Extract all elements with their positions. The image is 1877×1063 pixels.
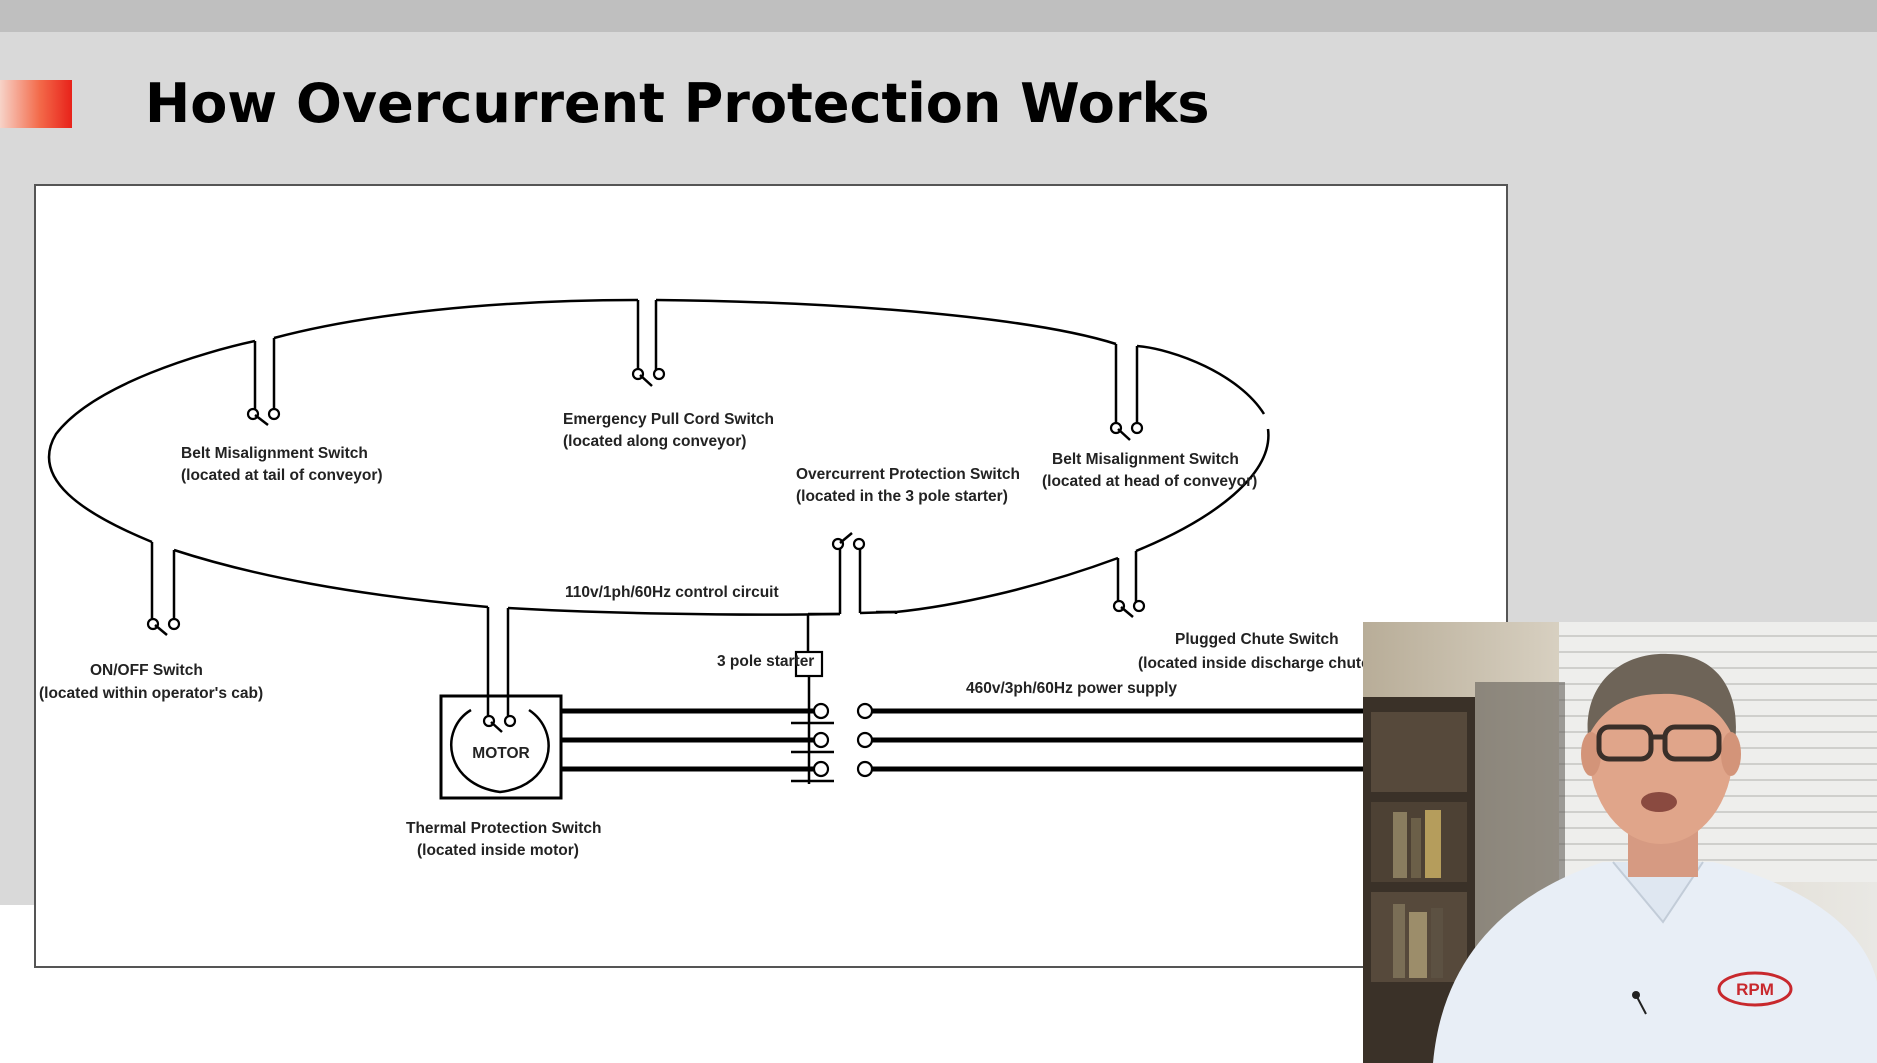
pull-cord-switch — [631, 300, 666, 387]
plugged-chute-name: Plugged Chute Switch — [1175, 631, 1339, 648]
top-strip — [0, 0, 1877, 32]
on-off-location: (located within operator's cab) — [39, 685, 263, 702]
motor: MOTOR — [439, 607, 563, 800]
overcurrent-protection-switch — [831, 532, 896, 614]
title-accent-bar — [0, 80, 72, 128]
belt-tail-location: (located at tail of conveyor) — [181, 467, 383, 484]
belt-misalignment-tail-switch — [246, 338, 281, 426]
overcurrent-location: (located in the 3 pole starter) — [796, 488, 1008, 505]
overcurrent-name: Overcurrent Protection Switch — [796, 466, 1020, 483]
power-supply-label: 460v/3ph/60Hz power supply — [966, 680, 1177, 697]
on-off-name: ON/OFF Switch — [90, 662, 203, 679]
motor-label: MOTOR — [472, 745, 529, 762]
belt-head-name: Belt Misalignment Switch — [1052, 451, 1239, 468]
shirt-logo-text: RPM — [1736, 980, 1774, 999]
shirt-logo: RPM — [1717, 971, 1793, 1007]
three-pole-starter — [791, 610, 898, 784]
thermal-name: Thermal Protection Switch — [406, 820, 602, 837]
slide-title: How Overcurrent Protection Works — [145, 72, 1210, 135]
pull-cord-name: Emergency Pull Cord Switch — [563, 411, 774, 428]
diagram-panel — [34, 184, 1508, 968]
plugged-chute-location: (located inside discharge chute) — [1138, 655, 1375, 672]
plugged-chute-switch — [1112, 551, 1146, 618]
belt-tail-name: Belt Misalignment Switch — [181, 445, 368, 462]
power-lines — [561, 702, 1508, 778]
control-loop — [47, 298, 1270, 616]
presenter-video[interactable]: RPM — [1363, 622, 1877, 1063]
control-circuit-label: 110v/1ph/60Hz control circuit — [565, 584, 779, 601]
circuit-diagram: MOTOR Belt Misalignment Switch (located … — [39, 298, 1508, 859]
pull-cord-location: (located along conveyor) — [563, 433, 746, 450]
presenter-frame: RPM — [1363, 622, 1877, 1063]
thermal-location: (located inside motor) — [417, 842, 579, 859]
belt-head-location: (located at head of conveyor) — [1042, 473, 1257, 490]
on-off-switch — [146, 542, 181, 636]
belt-misalignment-head-switch — [1109, 344, 1144, 441]
starter-label: 3 pole starter — [717, 653, 814, 670]
bookshelf — [1363, 697, 1475, 1063]
presenter: RPM — [1433, 653, 1877, 1063]
